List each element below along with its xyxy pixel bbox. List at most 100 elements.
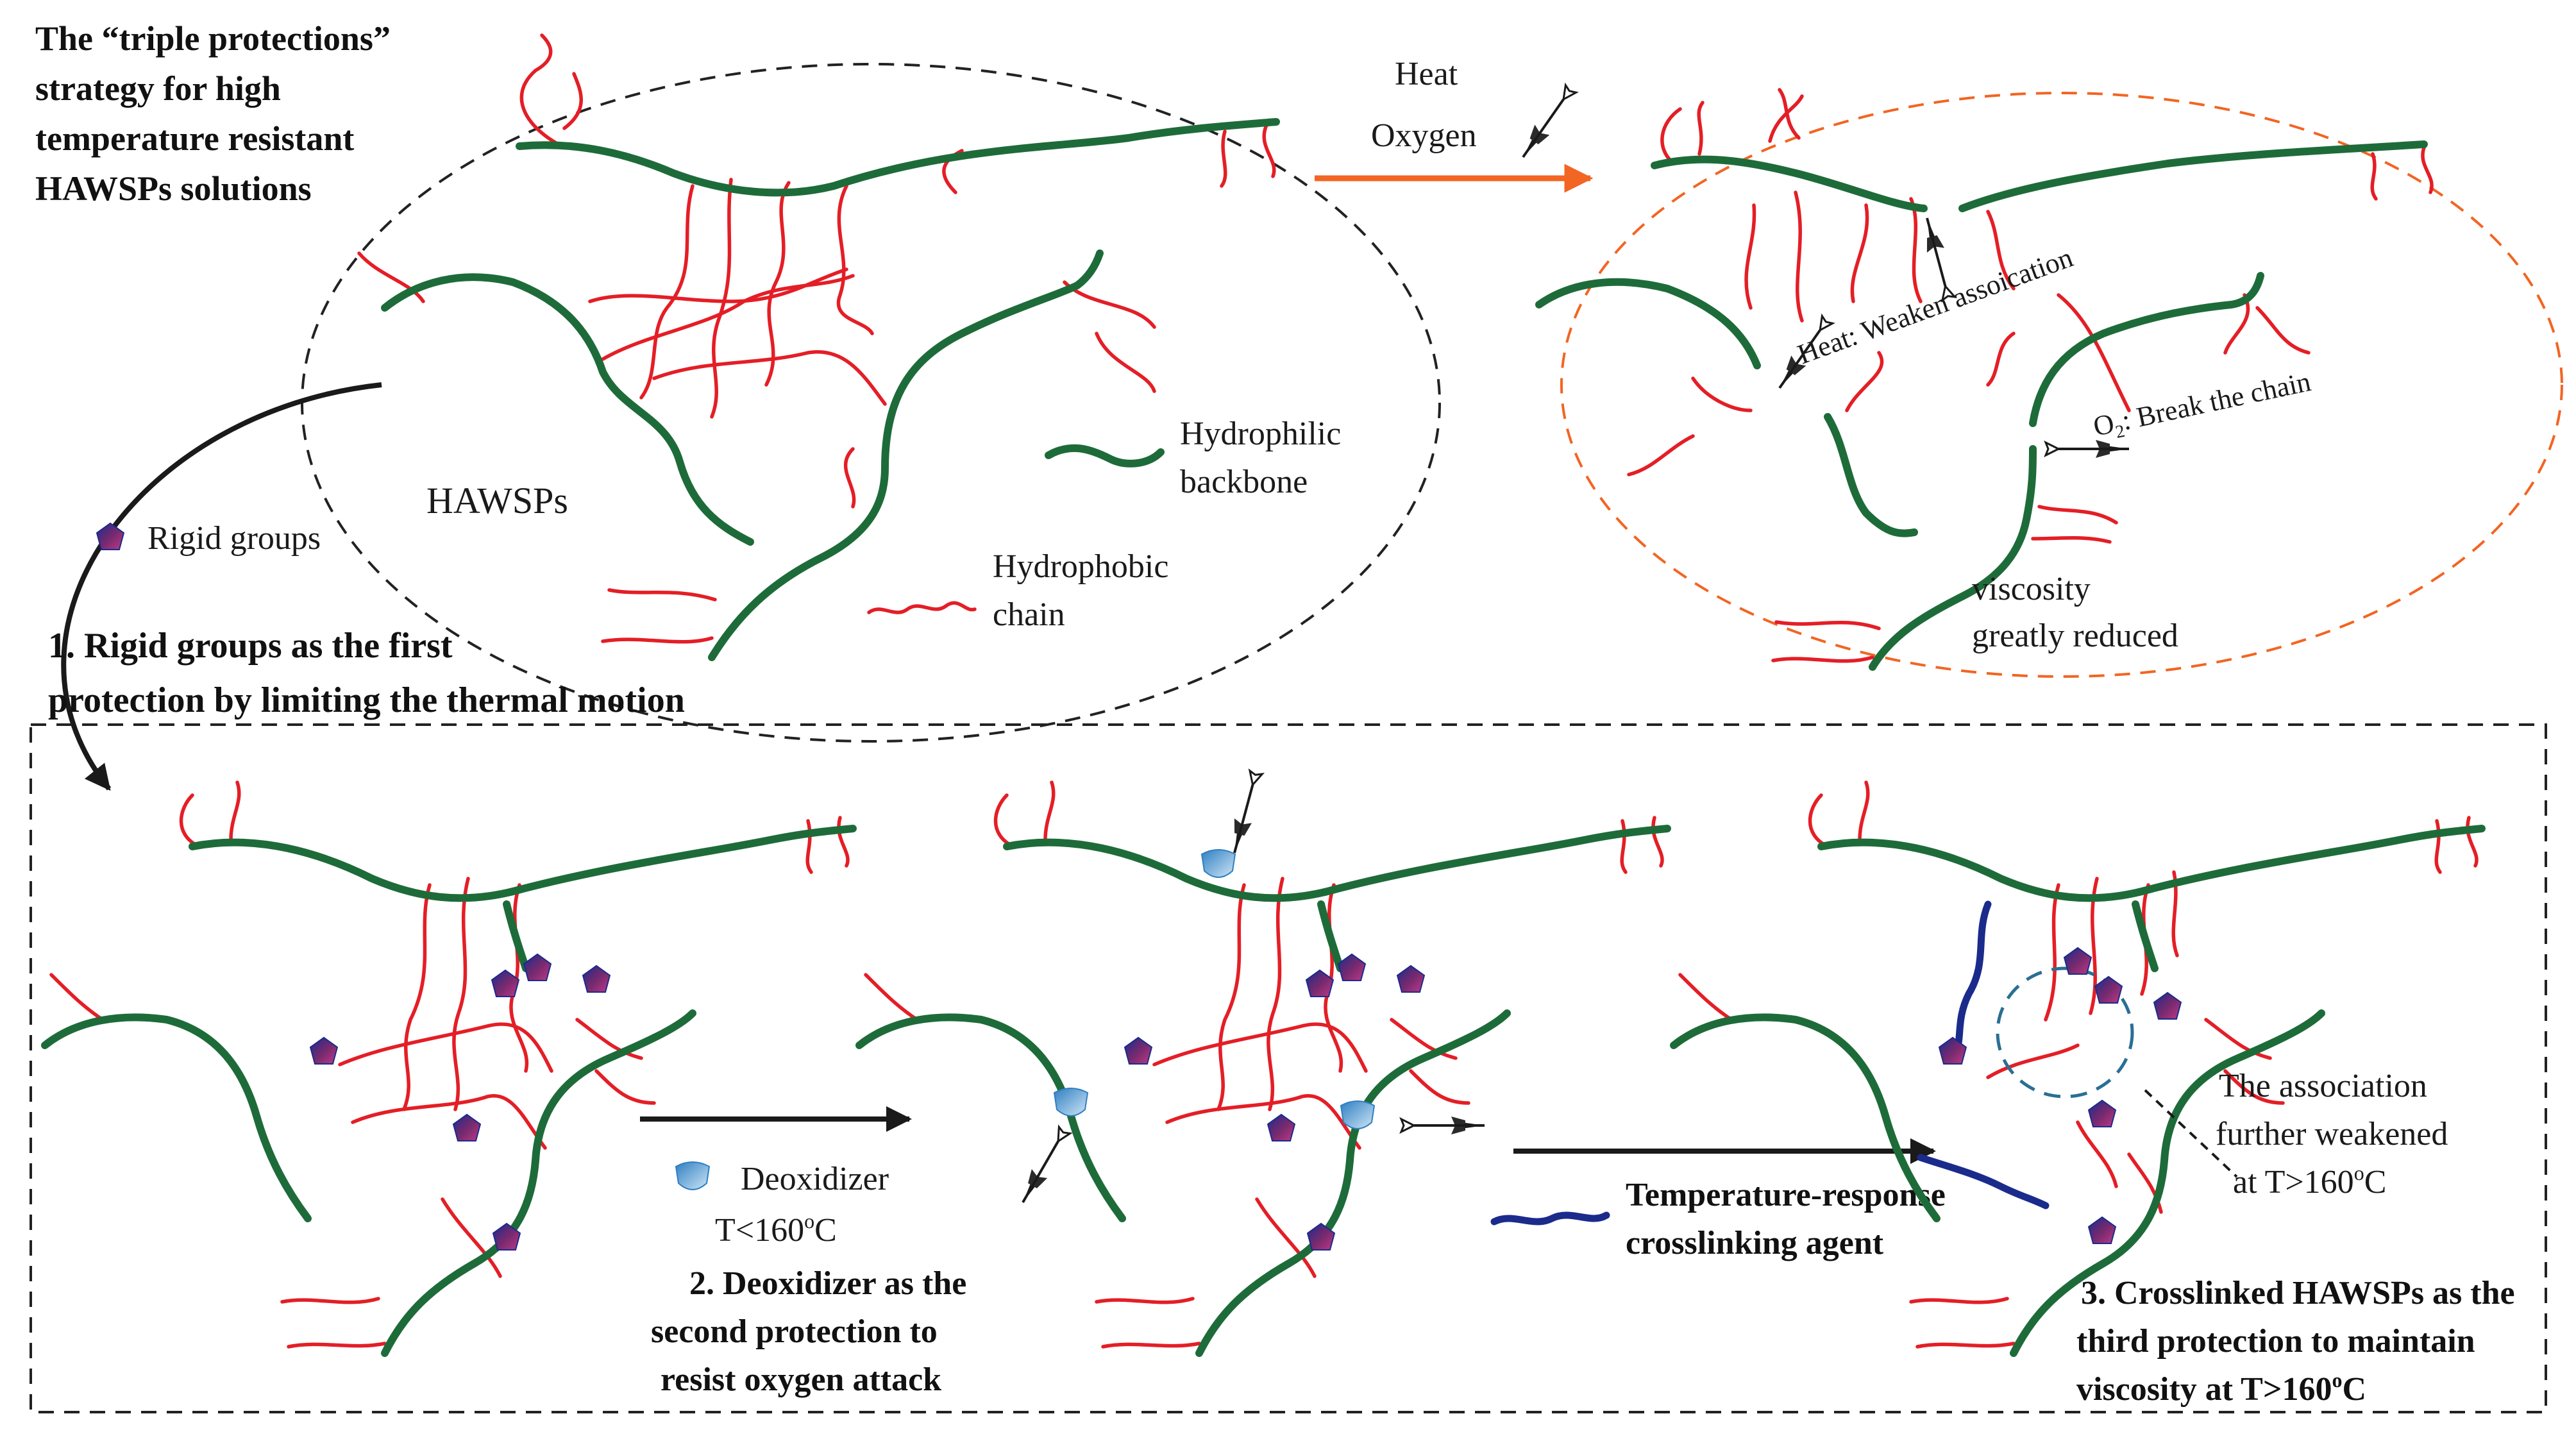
oxygen-arrow-icon	[1224, 768, 1267, 857]
second-protection-line-2: second protection to	[651, 1313, 938, 1350]
hydrophobic-chain	[764, 181, 791, 387]
hydrophobic-chain	[1267, 877, 1284, 1111]
hydrophobic-chain	[2466, 816, 2479, 868]
hydrophilic-backbone	[2010, 1009, 2325, 1357]
hydrophobic-chain	[1986, 1043, 2080, 1079]
hydrophilic-backbone	[1670, 1013, 1940, 1222]
crosslinker-label-1: Temperature-response	[1626, 1177, 1946, 1213]
hydrophobic-chain	[1986, 210, 2016, 291]
hydrophobic-chain	[1845, 351, 1884, 412]
third-protection-line-1: 3. Crosslinked HAWSPs as the	[2081, 1275, 2515, 1311]
association-circle	[1996, 966, 2134, 1099]
hydrophobic-chain	[2031, 536, 2112, 544]
hydrophobic-chain	[2223, 293, 2250, 355]
second-protection-line-3: resist oxygen attack	[661, 1361, 941, 1398]
hydrophobic-chain	[1858, 780, 1870, 842]
rigid-group-pentagon-icon	[2094, 976, 2123, 1004]
deoxidizer-shield-icon	[1201, 849, 1236, 878]
o2-effect-label: O2: Break the chain	[2091, 366, 2314, 447]
hydrophobic-chain	[993, 793, 1015, 848]
hydrophilic-backbone	[1535, 278, 1761, 369]
hydrophobic-chain	[287, 1342, 387, 1349]
rigid-group-pentagon-icon	[1306, 970, 1334, 997]
crosslinker-legend-swatch	[1490, 1211, 1610, 1226]
legend-deoxidizer: Deoxidizer	[675, 1161, 889, 1197]
rigid-group-pentagon-icon	[453, 1114, 481, 1141]
hawsps-network-intact	[357, 33, 1280, 661]
hydrophobic-chain	[1262, 123, 1276, 178]
oxygen-arrow-icon	[1400, 1115, 1486, 1136]
hydrophobic-chain	[357, 251, 425, 303]
hydrophobic-chain	[1915, 1342, 2016, 1349]
rigid-group-pentagon-icon	[1267, 1114, 1295, 1141]
hydrophobic-chain	[844, 447, 856, 509]
hydrophobic-chain	[639, 184, 695, 400]
hawsps-network-degraded	[1535, 88, 2434, 671]
hydrophobic-chain	[562, 72, 583, 130]
hawsps-label: HAWSPs	[426, 480, 568, 521]
rigid-group-pentagon-icon	[310, 1037, 338, 1065]
hydrophobic-chain	[2037, 505, 2118, 525]
deoxidizer-shield-icon	[675, 1161, 710, 1190]
hydrophilic-backbone	[708, 249, 1104, 661]
hydrophilic-label-2: backbone	[1180, 464, 1308, 500]
hydrophobic-chain	[652, 350, 887, 406]
rigid-group-pentagon-icon	[2064, 947, 2092, 975]
legend-rigid-groups: Rigid groups	[96, 520, 321, 557]
hydrophilic-backbone	[381, 273, 754, 546]
rigid-group-pentagon-icon	[1124, 1037, 1152, 1065]
heat-effect-label: Heat: Weaken assoication	[1794, 242, 2077, 371]
hydrophilic-backbone	[381, 1009, 696, 1357]
hydrophilic-backbone	[855, 1013, 1126, 1222]
hydrophilic-backbone	[516, 118, 1280, 197]
hydrophilic-backbone	[1003, 825, 1671, 902]
association-label-3: at T>160oC	[2233, 1161, 2386, 1200]
hydrophobic-chain	[1095, 1297, 1195, 1304]
deoxidizer-label: Deoxidizer	[741, 1161, 889, 1197]
hydrophobic-chain	[1101, 1342, 1201, 1349]
hydrophobic-chain	[805, 819, 813, 874]
hydrophobic-chain	[2421, 146, 2434, 194]
title-line-3: temperature resistant	[35, 119, 354, 158]
hydrophobic-chain	[1774, 620, 1881, 630]
legend-hydrophobic-chain: Hydrophobic chain	[867, 548, 1168, 633]
rigid-groups-connector-arrow	[61, 382, 382, 791]
third-protection-line-3: viscosity at T>160oC	[2076, 1369, 2366, 1408]
hydrophobic-chain	[575, 1018, 643, 1060]
association-label-2: further weakened	[2216, 1116, 2448, 1152]
hydrophobic-chain	[280, 1297, 380, 1304]
hydrophobic-chain	[351, 1093, 547, 1150]
hydrophobic-legend-swatch	[867, 601, 977, 614]
hydrophilic-label-1: Hydrophilic	[1180, 416, 1341, 452]
hydrophilic-backbone	[2029, 272, 2264, 427]
hydrophobic-chain	[1651, 816, 1664, 868]
hydrophobic-chain	[1850, 203, 1869, 303]
rigid-group-pentagon-icon	[582, 965, 610, 993]
oxygen-arrow-icon	[1514, 82, 1580, 164]
hydrophobic-chain	[1691, 376, 1753, 412]
first-protection-line-2: protection by limiting the thermal motio…	[48, 680, 685, 720]
legend-hydrophilic-backbone: Hydrophilic backbone	[1045, 416, 1341, 500]
hydrophobic-chain	[588, 267, 848, 303]
title-line-4: HAWSPs solutions	[35, 169, 312, 208]
hydrophobic-chain	[836, 184, 874, 335]
hydrophobic-chain	[441, 1197, 502, 1278]
hydrophobic-chain	[338, 1022, 553, 1073]
hydrophilic-backbone	[1317, 900, 1344, 972]
hydrophobic-chain	[1390, 1018, 1458, 1060]
hydrophobic-chain	[1808, 793, 1830, 848]
hydrophobic-chain	[1152, 1022, 1368, 1073]
hydrophilic-backbone	[1824, 413, 1918, 537]
hydrophobic-chain	[402, 883, 432, 1111]
hydrophobic-chain	[1771, 655, 1874, 663]
rigid-groups-label: Rigid groups	[147, 520, 321, 557]
hydrophobic-chain	[1778, 88, 1801, 140]
hydrophilic-backbone	[1958, 140, 2428, 212]
rigid-group-pentagon-icon	[96, 523, 124, 550]
hydrophilic-backbone	[41, 1013, 312, 1222]
viscosity-label-2: greatly reduced	[1972, 618, 2178, 654]
hydrophobic-chain	[710, 178, 733, 419]
rigid-group-pentagon-icon	[1338, 954, 1366, 981]
deoxidizer-shield-icon	[1054, 1088, 1088, 1116]
